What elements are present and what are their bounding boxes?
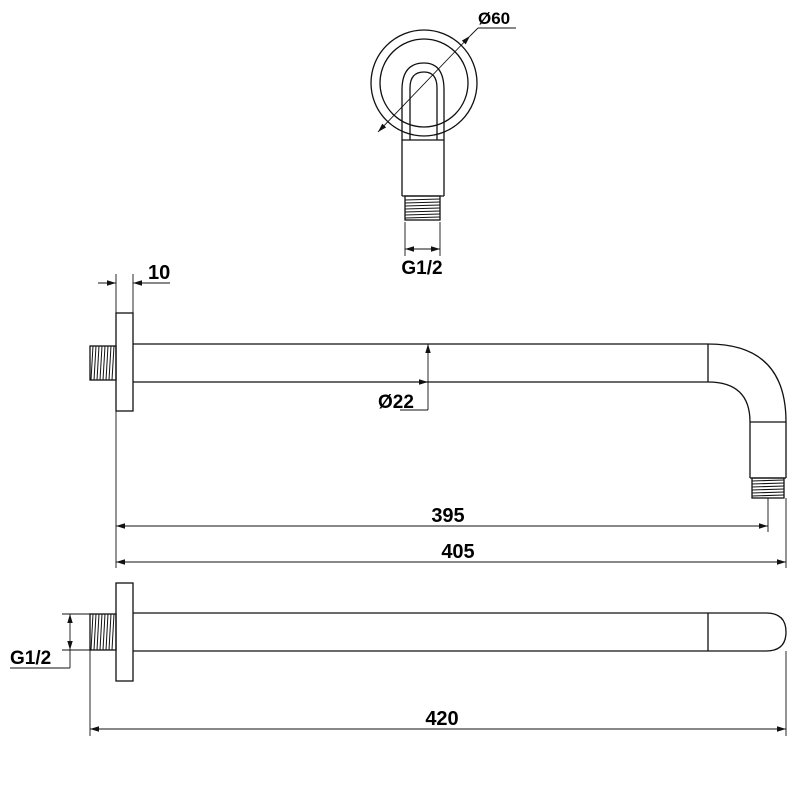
label-pipe-diameter: Ø22 [378, 392, 414, 413]
arm-bend-inner [409, 71, 438, 140]
thread-plan [89, 613, 117, 651]
label-thread-side: G1/2 [10, 648, 51, 669]
thread-outlet [751, 477, 785, 499]
label-flange-thickness: 10 [148, 262, 170, 284]
label-flange-diameter: Ø60 [478, 9, 510, 28]
arm-tube-inner [133, 381, 751, 478]
wall-flange-side [115, 312, 134, 412]
label-reach-inner: 395 [431, 505, 464, 527]
arm-tube-outer [133, 343, 787, 478]
side-view: 10 Ø22 395 405 [89, 262, 787, 568]
label-reach-overall: 405 [441, 541, 474, 563]
arm-bend-outer [401, 62, 445, 196]
wall-flange-outer [370, 29, 478, 137]
dim-line-flange-diameter [377, 35, 471, 133]
top-view: Ø60 G1/2 [370, 9, 516, 279]
plan-view: G1/2 420 [10, 582, 787, 736]
label-thread-top: G1/2 [401, 258, 442, 279]
thread-top [404, 195, 441, 221]
arm-tube-plan [133, 612, 787, 652]
label-length-total: 420 [425, 708, 458, 730]
wall-flange-plan [115, 582, 134, 682]
thread-inlet [89, 345, 117, 381]
